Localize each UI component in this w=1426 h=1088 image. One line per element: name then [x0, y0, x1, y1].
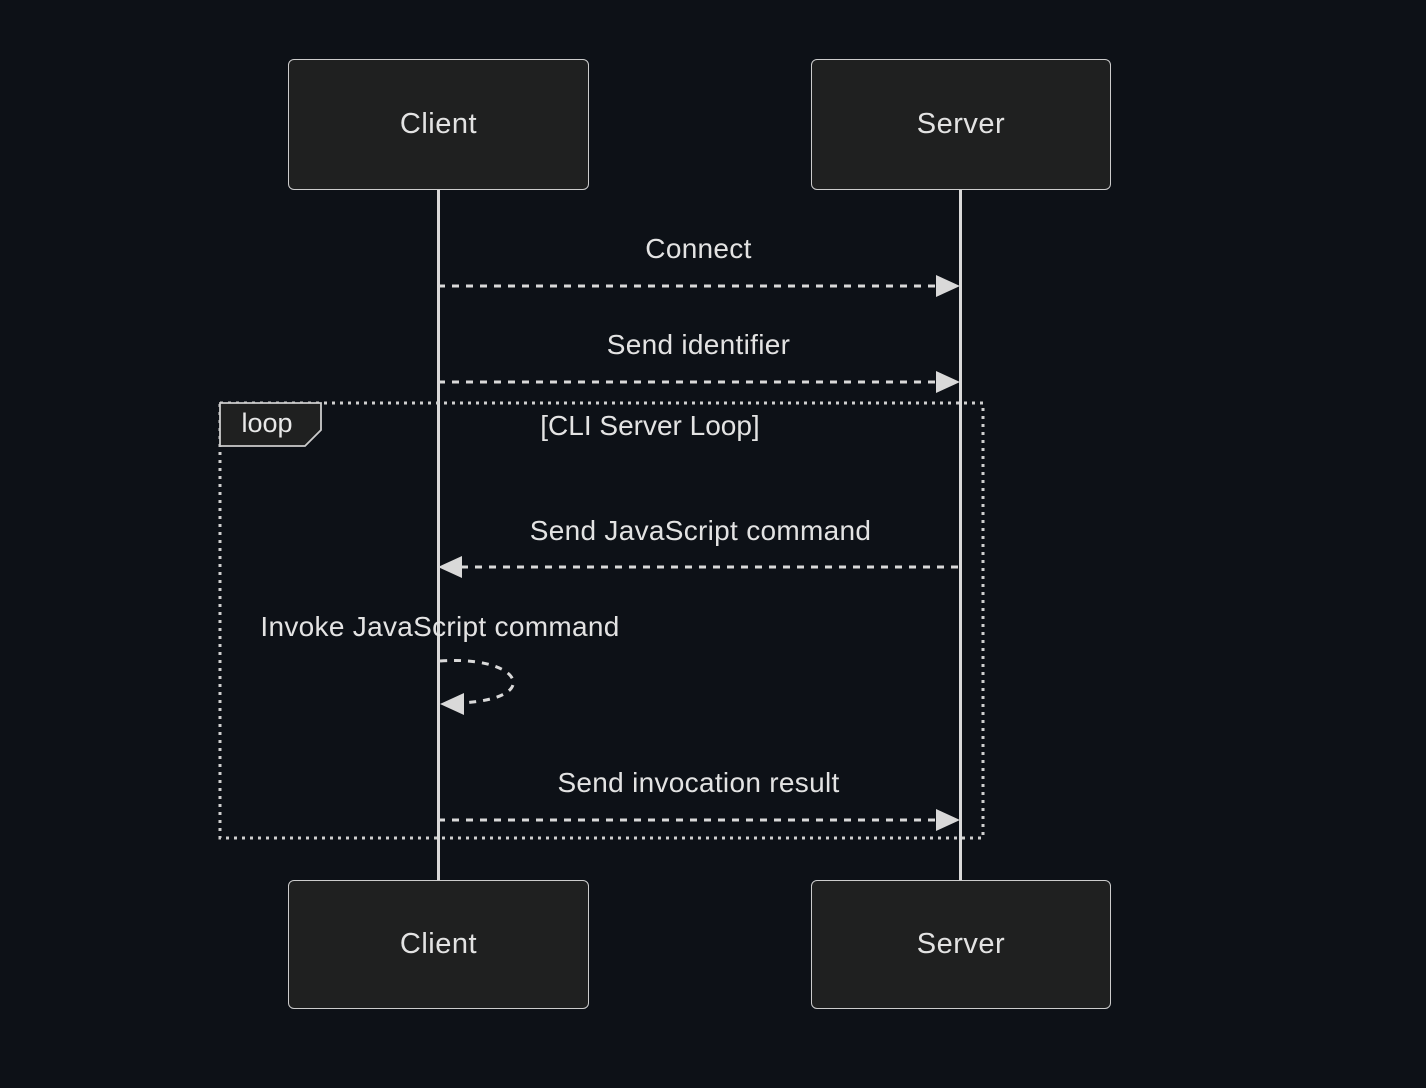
actor-server-top: Server — [811, 59, 1111, 190]
loop-label: loop — [241, 408, 293, 438]
arrowhead-invoke-js — [440, 693, 464, 715]
actor-client-top-label: Client — [399, 108, 478, 140]
message-send-js-command-label: Send JavaScript command — [529, 515, 872, 546]
message-send-identifier-label: Send identifier — [606, 329, 791, 360]
message-connect-label: Connect — [645, 233, 752, 264]
arrowhead-connect — [936, 275, 960, 297]
arrowhead-send-identifier — [936, 371, 960, 393]
actor-client-bottom-label: Client — [399, 928, 478, 960]
message-send-invocation-result-label: Send invocation result — [557, 767, 840, 798]
actor-client-top: Client — [288, 59, 589, 190]
actor-server-bottom-label: Server — [916, 928, 1006, 960]
message-invoke-js-command-label: Invoke JavaScript command — [260, 611, 620, 642]
actor-client-bottom: Client — [288, 880, 589, 1009]
arrowhead-send-invocation-result — [936, 809, 960, 831]
arrowhead-send-js-command — [438, 556, 462, 578]
arrow-invoke-js-self-loop — [439, 658, 515, 705]
actor-server-top-label: Server — [916, 108, 1006, 140]
actor-server-bottom: Server — [811, 880, 1111, 1009]
loop-condition-label: [CLI Server Loop] — [540, 410, 760, 441]
